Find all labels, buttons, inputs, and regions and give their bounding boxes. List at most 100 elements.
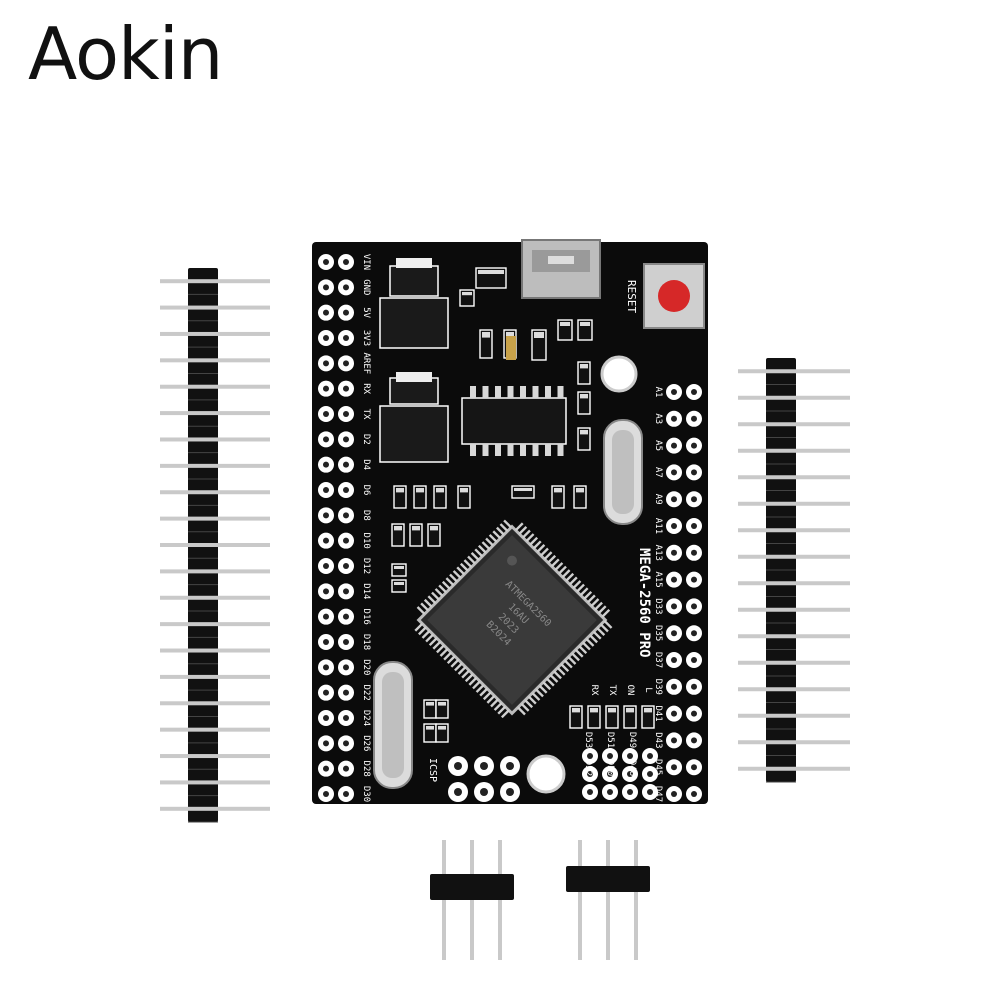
model-label: MEGA-2560 PRO — [636, 548, 652, 658]
header-pin — [738, 607, 850, 612]
header-pin — [160, 305, 270, 310]
pin-label: D18 — [361, 634, 371, 650]
pin-label: A15 — [653, 571, 663, 587]
header-pin — [160, 279, 270, 284]
pin-label: D12 — [361, 558, 371, 574]
usb-serial-chip — [461, 386, 567, 456]
pin-label: D14 — [361, 583, 371, 599]
pin-label: 5V — [361, 307, 371, 318]
header-pin — [738, 740, 850, 745]
pin-label: A3 — [653, 413, 663, 424]
left-pad-rows — [318, 254, 354, 802]
small-pin-header-right — [566, 840, 650, 960]
header-pin — [738, 660, 850, 665]
icsp-label: ICSP — [427, 758, 438, 782]
header-pin — [160, 569, 270, 574]
header-pin — [160, 674, 270, 679]
pin-label: D35 — [653, 625, 663, 641]
header-plastic — [430, 874, 514, 900]
pin-label: D33 — [653, 598, 663, 614]
mounting-hole-bottom — [526, 754, 566, 794]
pin-label: D39 — [653, 679, 663, 695]
led-label: L — [643, 687, 653, 692]
header-pin — [160, 648, 270, 653]
bottom-pad-rows — [582, 748, 658, 800]
header-pin — [160, 595, 270, 600]
pin-label: D48 — [627, 760, 637, 776]
right-pin-labels: A1A3A5A7A9A11A13A15D33D35D37D39D41D43D45… — [583, 387, 663, 803]
header-pin — [578, 840, 582, 960]
crystal-oscillator-top — [603, 419, 643, 525]
header-pin — [160, 490, 270, 495]
icsp-header-pads — [448, 756, 520, 802]
header-pin — [738, 554, 850, 559]
pin-label: VIN — [361, 254, 371, 270]
header-pin — [160, 331, 270, 336]
pin-label: GND — [361, 279, 371, 295]
pin-label: A5 — [653, 440, 663, 451]
pin-label: TX — [361, 409, 371, 420]
header-pin — [738, 395, 850, 400]
pin-label: D16 — [361, 609, 371, 625]
header-pin — [160, 516, 270, 521]
header-pin — [738, 475, 850, 480]
small-pin-header-left — [430, 840, 514, 960]
header-pin — [160, 780, 270, 785]
brand-logo-text: Aokin — [28, 12, 223, 96]
header-pin — [738, 581, 850, 586]
header-pin — [738, 713, 850, 718]
pin-label: D10 — [361, 533, 371, 549]
crystal-oscillator-bottom — [373, 661, 413, 789]
header-pin — [634, 840, 638, 960]
pin-label: D26 — [361, 735, 371, 751]
header-pin — [160, 806, 270, 811]
header-pin — [160, 622, 270, 627]
header-pin — [160, 437, 270, 442]
smd-part — [391, 563, 407, 577]
smd-part — [511, 485, 535, 499]
header-pin — [738, 369, 850, 374]
pin-label: D52 — [583, 760, 593, 776]
pin-label: D45 — [653, 759, 663, 775]
reset-label: RESET — [625, 280, 638, 313]
pin-label: D51 — [605, 732, 615, 748]
smd-part — [391, 579, 407, 593]
header-pin — [738, 634, 850, 639]
pcb-board: RESET — [312, 239, 708, 804]
micro-usb-port — [521, 239, 601, 299]
pin-label: D22 — [361, 685, 371, 701]
voltage-regulator-2 — [379, 372, 449, 463]
header-plastic — [566, 866, 650, 892]
smd-components — [391, 267, 655, 743]
pin-label: D49 — [627, 732, 637, 748]
pin-label: D24 — [361, 710, 371, 726]
right-pin-header — [738, 358, 850, 783]
header-pin — [606, 840, 610, 960]
mounting-hole-top — [600, 355, 638, 393]
header-pin — [160, 543, 270, 547]
header-pin — [160, 463, 270, 468]
header-pin — [160, 701, 270, 706]
reset-button — [643, 263, 705, 329]
pin-label: D20 — [361, 659, 371, 675]
left-pin-labels: VINGND5V3V3AREFRXTXD2D4D6D8D10D12D14D16D… — [361, 254, 371, 802]
right-pad-rows — [666, 384, 702, 802]
led-label: TX — [607, 685, 617, 696]
header-pin — [160, 727, 270, 732]
pin-label: D8 — [361, 510, 371, 521]
pin-label: D53 — [583, 732, 593, 748]
pin-label: A7 — [653, 467, 663, 478]
led-label: RX — [589, 685, 599, 696]
pin-label: D37 — [653, 652, 663, 668]
header-pin — [738, 528, 850, 533]
pin-label: D50 — [605, 760, 615, 776]
pin-label: RX — [361, 383, 371, 394]
pin-label: A13 — [653, 545, 663, 561]
voltage-regulator-1 — [379, 258, 449, 349]
pin-label: A9 — [653, 494, 663, 505]
pin-label: D6 — [361, 485, 371, 496]
header-pin — [160, 384, 270, 389]
pin-label: 3V3 — [361, 330, 371, 346]
